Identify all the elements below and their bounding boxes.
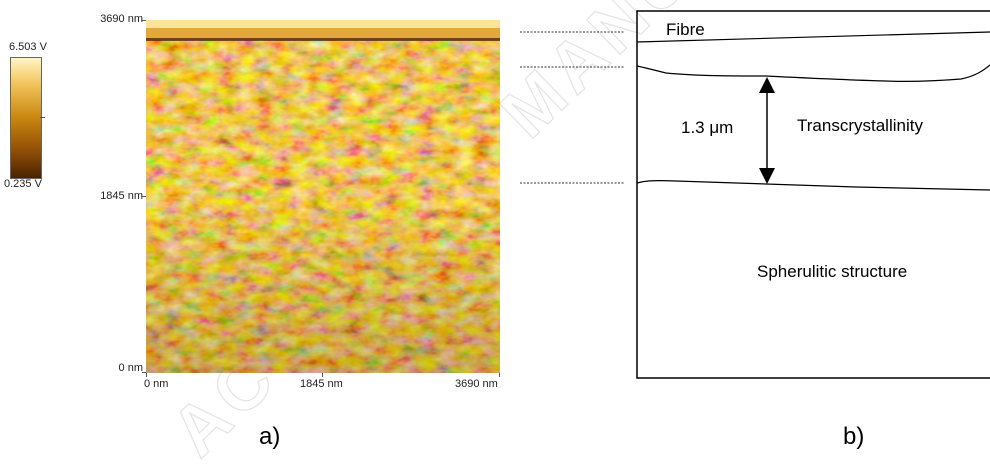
- y-tick-label-bottom: 0 nm: [118, 362, 143, 374]
- colorbar-max-label: 6.503 V: [9, 41, 47, 53]
- y-tick: [142, 196, 146, 197]
- x-tick-label-mid: 1845 nm: [300, 378, 343, 390]
- arrow-head-up: [759, 77, 775, 93]
- transcrystallinity-label: Transcrystallinity: [797, 116, 923, 135]
- colorbar-tick: [40, 117, 45, 118]
- caption-b: b): [843, 423, 865, 450]
- caption-a: a): [259, 423, 281, 450]
- colorbar-min-label: 0.235 V: [4, 178, 42, 190]
- y-tick: [142, 20, 146, 21]
- transcrystalline-top-line: [636, 64, 990, 82]
- x-tick: [499, 373, 500, 377]
- y-tick: [142, 372, 146, 373]
- arrow-head-down: [759, 168, 775, 184]
- thickness-label: 1.3 μm: [681, 118, 734, 137]
- x-tick-label-right: 3690 nm: [455, 378, 498, 390]
- x-tick: [146, 373, 147, 377]
- transcrystalline-bottom-line: [636, 180, 990, 191]
- fibre-label: Fibre: [666, 20, 705, 39]
- spherulitic-label: Spherulitic structure: [757, 262, 908, 281]
- guide-lines: [520, 31, 624, 184]
- y-tick-label-top: 3690 nm: [100, 13, 143, 25]
- fibre-boundary-line: [636, 31, 990, 43]
- y-tick-label-mid: 1845 nm: [100, 190, 143, 202]
- diagram-frame: [636, 10, 990, 379]
- x-tick-label-left: 0 nm: [144, 378, 169, 390]
- schematic-diagram: [636, 10, 990, 379]
- colorbar: [10, 57, 42, 179]
- afm-image: [146, 20, 500, 373]
- x-tick: [322, 373, 323, 377]
